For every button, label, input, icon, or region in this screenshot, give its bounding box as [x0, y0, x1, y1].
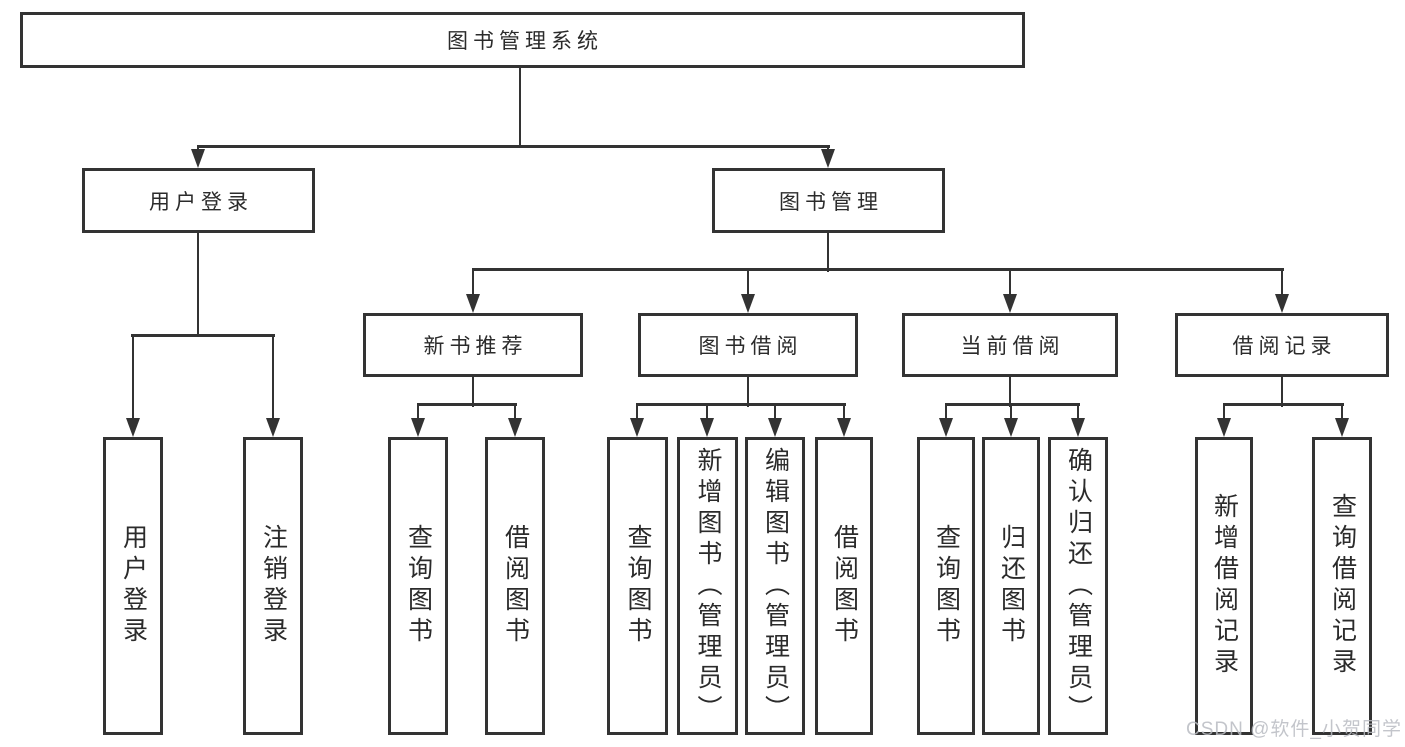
arrow-down-icon [508, 403, 522, 437]
node-book-management: 图书管理 [712, 168, 945, 233]
leaf-edit-books-admin: 编辑图书（管理员） [745, 437, 805, 735]
arrow-down-icon [1004, 403, 1018, 437]
leaf-borrow-books: 借阅图书 [815, 437, 873, 735]
arrow-down-icon [1275, 268, 1289, 313]
leaf-query-borrowing-record: 查询借阅记录 [1312, 437, 1372, 735]
connector-book-borrowing-stem [747, 376, 749, 407]
arrow-down-icon [837, 403, 851, 437]
connector-current-borrowing-rail [945, 403, 1080, 406]
arrow-down-icon [768, 403, 782, 437]
node-new-book-recommendation: 新书推荐 [363, 313, 583, 377]
node-book-borrowing: 图书借阅 [638, 313, 858, 377]
leaf-borrow-books-recommend: 借阅图书 [485, 437, 545, 735]
connector-book-borrowing-rail [636, 403, 846, 406]
leaf-query-books-borrowing: 查询图书 [607, 437, 668, 735]
leaf-query-books-current: 查询图书 [917, 437, 975, 735]
leaf-return-books: 归还图书 [982, 437, 1040, 735]
connector-book-management-rail [472, 268, 1284, 271]
connector-book-management-stem [827, 231, 829, 272]
arrow-down-icon [1217, 403, 1231, 437]
arrow-down-icon [1071, 403, 1085, 437]
connector-user-login-rail [131, 334, 275, 337]
leaf-user-login: 用户登录 [103, 437, 163, 735]
leaf-add-borrowing-record: 新增借阅记录 [1195, 437, 1253, 735]
csdn-watermark: CSDN @软件_小贺同学 [1186, 719, 1402, 740]
leaf-query-books-recommend: 查询图书 [388, 437, 448, 735]
arrow-down-icon [411, 403, 425, 437]
arrow-down-icon [741, 268, 755, 313]
connector-new-book-rail [417, 403, 517, 406]
arrow-down-icon [466, 268, 480, 313]
arrow-down-icon [126, 334, 140, 437]
arrow-down-icon [1335, 403, 1349, 437]
arrow-down-icon [266, 334, 280, 437]
connector-current-borrowing-stem [1009, 376, 1011, 407]
leaf-logout: 注销登录 [243, 437, 303, 735]
leaf-confirm-return-admin: 确认归还（管理员） [1048, 437, 1108, 735]
connector-new-book-stem [472, 376, 474, 407]
connector-borrowing-records-stem [1281, 376, 1283, 407]
node-current-borrowing: 当前借阅 [902, 313, 1118, 377]
arrow-down-icon [630, 403, 644, 437]
node-borrowing-records: 借阅记录 [1175, 313, 1389, 377]
arrow-down-icon [821, 145, 835, 168]
arrow-down-icon [191, 145, 205, 168]
node-user-login: 用户登录 [82, 168, 315, 233]
arrow-down-icon [939, 403, 953, 437]
node-library-management-system: 图书管理系统 [20, 12, 1025, 68]
arrow-down-icon [1003, 268, 1017, 313]
leaf-add-books-admin: 新增图书（管理员） [677, 437, 738, 735]
connector-root-rail [197, 145, 830, 148]
arrow-down-icon [700, 403, 714, 437]
connector-root-stem [519, 66, 521, 147]
connector-user-login-stem [197, 231, 199, 337]
connector-borrowing-records-rail [1223, 403, 1344, 406]
